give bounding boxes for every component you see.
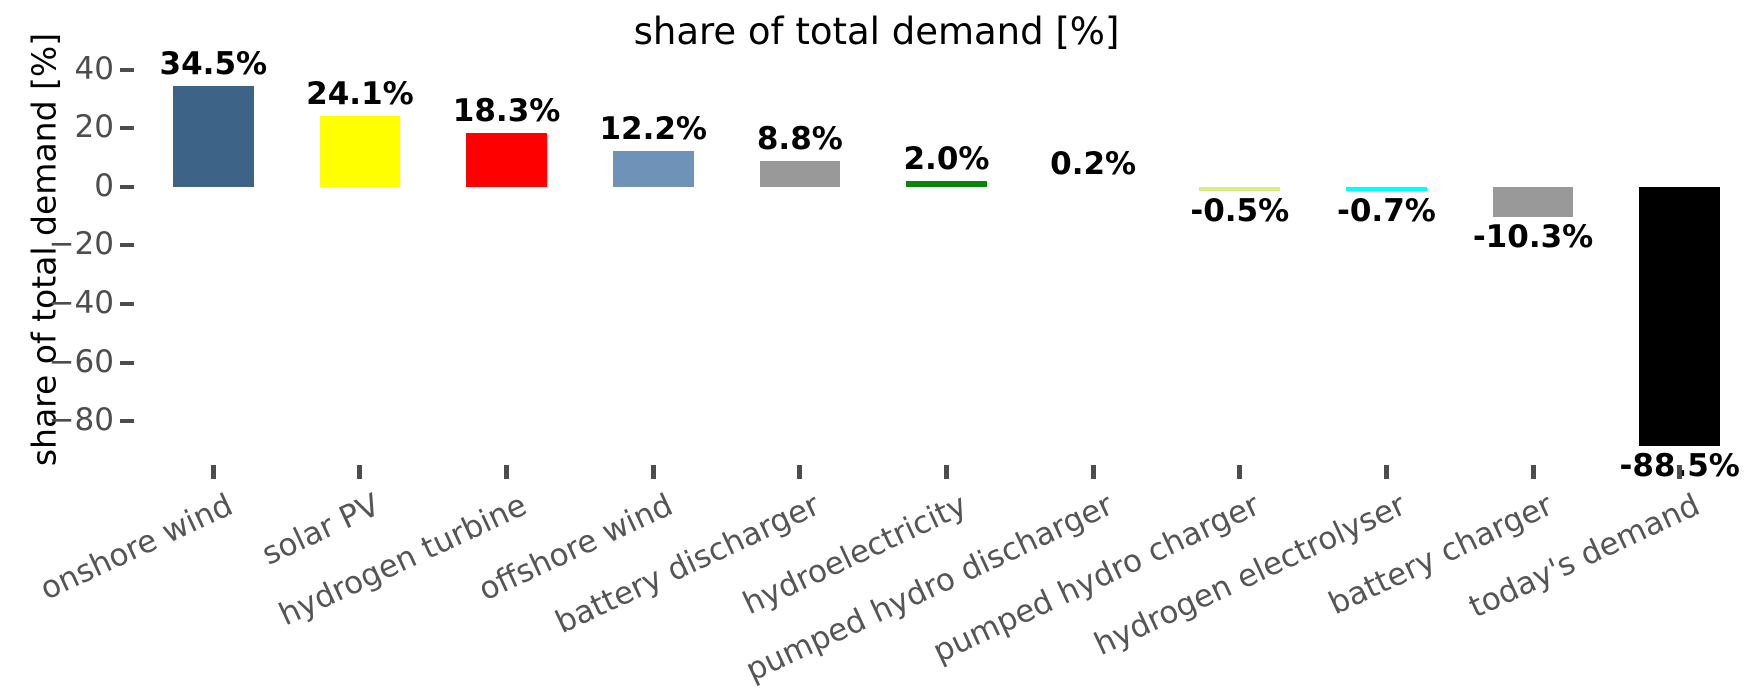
bar-value-label: 0.2% [1050,146,1137,183]
x-axis-tick-mark [504,465,510,479]
x-axis-tick-mark [1237,465,1243,479]
bar [319,116,401,187]
bar-value-label: -0.7% [1336,192,1436,229]
y-axis-tick-label: 20 [74,109,114,146]
bar [759,161,841,187]
y-axis-tick-label: −40 [48,284,114,321]
bar [1346,186,1427,191]
y-axis-tick-label: 0 [94,167,114,204]
bar-value-label: 2.0% [903,140,990,177]
bar [612,151,694,187]
bar [906,180,987,187]
bar-value-label: 18.3% [452,93,561,130]
y-axis-tick-mark [120,301,134,306]
bar [1492,186,1574,217]
x-axis-tick-mark [650,465,656,479]
y-axis-tick-label: 40 [74,50,114,87]
bar [1639,186,1720,446]
bar [466,133,547,187]
bar-value-label: 34.5% [159,45,268,82]
y-axis-tick-label: −20 [48,226,114,263]
y-axis-tick-label: −60 [48,343,114,380]
x-axis-tick-mark [1530,465,1536,479]
y-axis-tick-mark [120,184,134,189]
x-axis-tick-mark [357,465,363,479]
y-axis-tick-mark [120,126,134,131]
x-axis-tick-mark [944,465,949,479]
x-axis-tick-mark [1677,465,1683,479]
page-title: share of total demand [%] [633,10,1120,53]
bar-value-label: 8.8% [756,121,843,157]
y-axis-tick-mark [120,360,134,365]
plot-area: 40 20 0 −20 −40 −60 −80 34.5% 24.1% 18.3% 12.2% 8.… [35,46,1753,689]
y-axis-tick-label: −80 [48,402,114,439]
bar [1199,186,1281,191]
x-axis-tick-mark [797,465,803,479]
bar-value-label: 24.1% [306,76,414,113]
bar-value-label: -0.5% [1190,192,1290,229]
y-axis-tick-mark [120,243,134,248]
x-axis-tick-mark [210,465,216,479]
y-axis-tick-mark [120,67,134,72]
bar-value-label: 12.2% [599,111,707,148]
y-axis-tick-mark [120,419,134,424]
bar-value-label: -10.3% [1472,218,1594,255]
bar-value-label: -88.5% [1584,448,1753,484]
x-axis-tick-mark [1090,465,1096,479]
x-axis-tick-mark [1383,465,1389,479]
bar [172,85,254,187]
